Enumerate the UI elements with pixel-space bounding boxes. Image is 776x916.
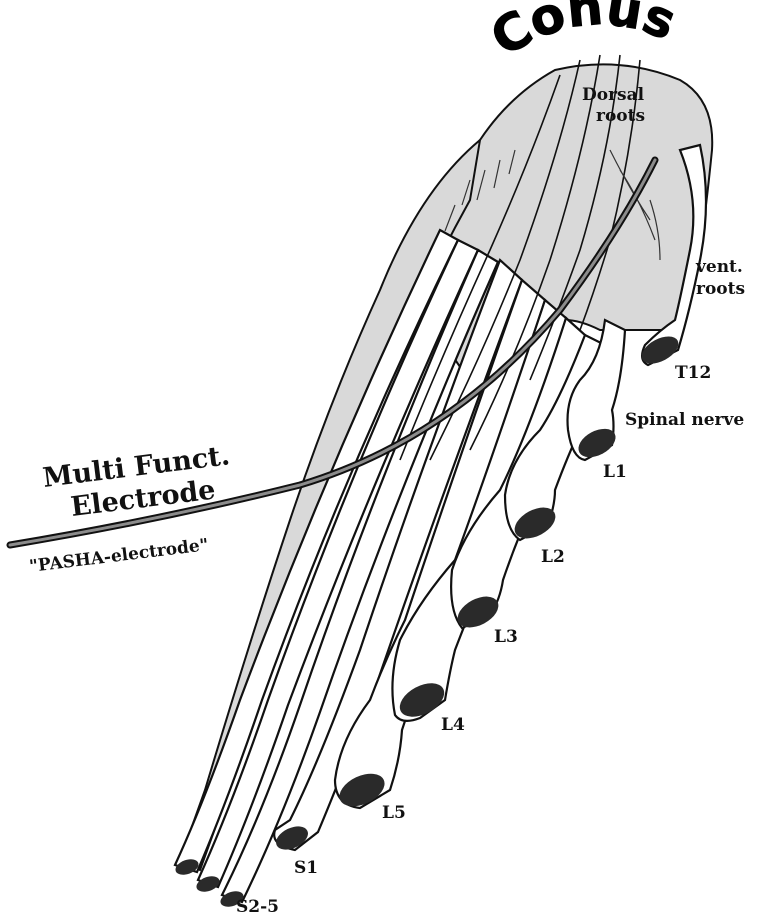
label-t12: T12 xyxy=(675,363,711,383)
label-l5: L5 xyxy=(382,803,406,823)
label-l1: L1 xyxy=(603,462,627,482)
label-vent-roots-1: vent. xyxy=(695,257,743,277)
label-l2: L2 xyxy=(541,547,565,567)
conus-title: Conus xyxy=(481,0,684,68)
label-dorsal-roots-1: Dorsal xyxy=(582,85,645,105)
label-pasha-electrode: "PASHA-electrode" xyxy=(28,535,209,577)
label-s1: S1 xyxy=(294,858,318,878)
label-l3: L3 xyxy=(494,627,518,647)
label-s2-5: S2-5 xyxy=(236,897,279,916)
label-dorsal-roots-2: roots xyxy=(596,106,645,126)
label-vent-roots-2: roots xyxy=(696,279,745,299)
label-spinal-nerve: Spinal nerve xyxy=(625,410,744,430)
label-l4: L4 xyxy=(441,715,465,735)
